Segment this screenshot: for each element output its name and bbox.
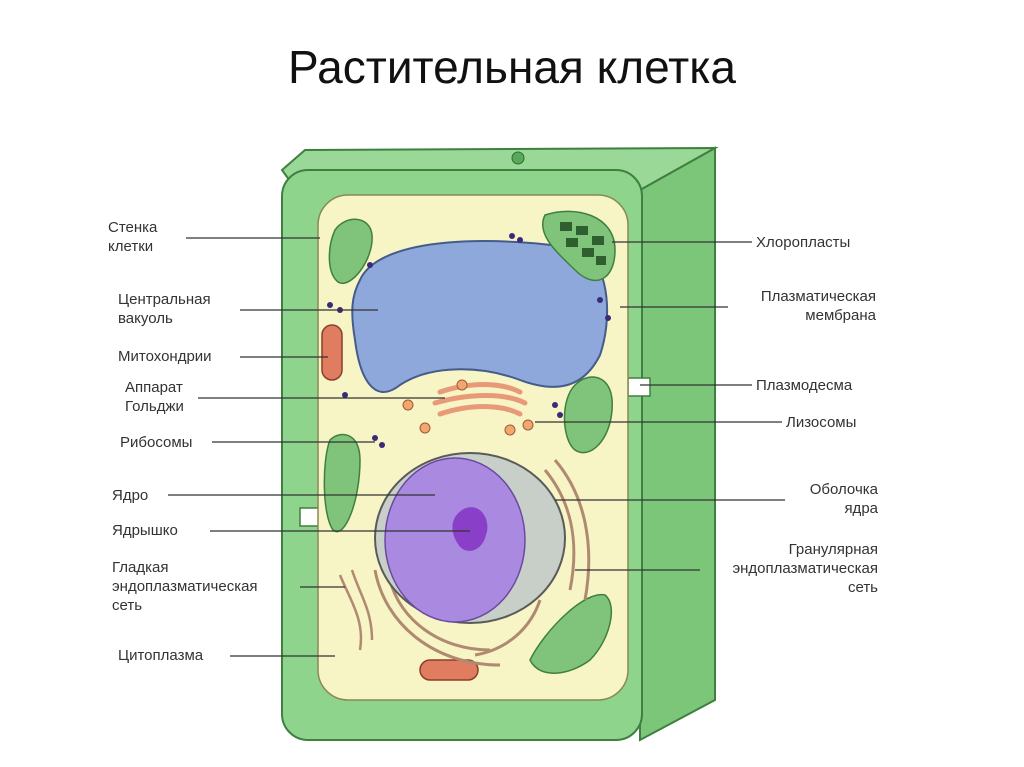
label-plasma-membrane: Плазматическая мембрана: [760, 288, 876, 324]
label-plasmodesma: Плазмодесма: [756, 377, 853, 394]
nucleus: [384, 457, 526, 623]
label-smooth-er: Гладкая эндоплазматическая сеть: [112, 559, 258, 614]
mitochondrion-bottom: [419, 659, 479, 681]
top-pore: [511, 151, 525, 165]
chloroplast-right-bottom: [529, 593, 613, 674]
leader-lines-right: [535, 241, 785, 571]
chloroplast-left-mid: [323, 433, 361, 533]
label-cell-wall: Стенка клетки: [108, 219, 158, 255]
label-golgi: Аппарат Гольджи: [125, 379, 184, 415]
label-ribosomes: Рибосомы: [120, 434, 193, 451]
chloroplast-left-top: [328, 218, 373, 285]
page-title: Растительная клетка: [288, 41, 736, 93]
ribosomes: [327, 233, 611, 448]
lysosomes: [402, 379, 534, 436]
plasmodesma-right: [627, 377, 651, 397]
label-nucleolus: Ядрышко: [112, 522, 178, 539]
chloroplast-right-mid: [563, 376, 613, 454]
cell-wall-side: [639, 146, 716, 742]
label-nuclear-envelope: Оболочка ядра: [809, 481, 878, 517]
label-nucleus: Ядро: [112, 487, 149, 504]
central-vacuole: [351, 240, 609, 393]
mitochondrion-left: [321, 324, 343, 381]
label-mitochondria: Митохондрии: [118, 348, 212, 365]
label-lysosomes: Лизосомы: [786, 414, 857, 431]
leader-lines-left: [168, 237, 470, 657]
label-cytoplasm: Цитоплазма: [118, 647, 204, 664]
nucleolus: [452, 507, 488, 551]
smooth-er: [338, 569, 374, 651]
golgi-apparatus: [432, 382, 528, 417]
chloroplast-thylakoids: [560, 222, 606, 265]
granular-er: [373, 459, 591, 667]
label-granular-er: Гранулярная эндоплазматическая сеть: [732, 541, 878, 596]
label-chloroplasts: Хлоропласты: [756, 234, 851, 251]
label-central-vacuole: Центральная вакуоль: [118, 291, 211, 327]
